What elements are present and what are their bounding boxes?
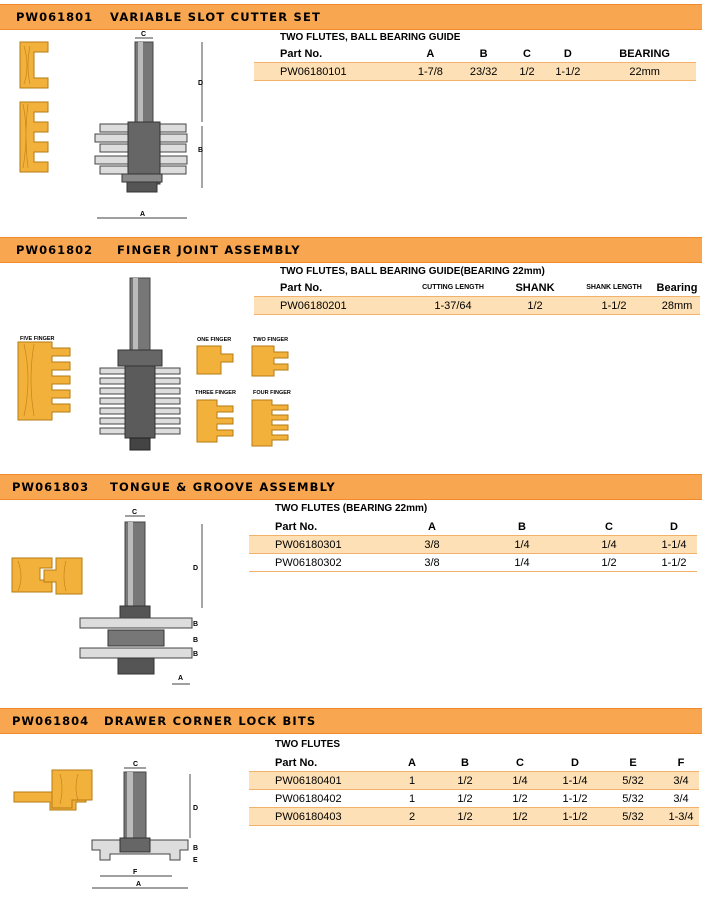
specs-table-1: Part No. A B C D BEARING PW06180101 1-7/… (254, 45, 696, 81)
svg-text:E: E (193, 857, 198, 864)
section-title: VARIABLE SLOT CUTTER SET (110, 10, 322, 24)
finger-joint-blades (99, 365, 181, 451)
drawer-lock-diagram: C D B E F A (13, 761, 198, 889)
slot-cutter-diagram: C D B A (19, 31, 203, 219)
tongue-groove-diagram: C D B B B A (11, 509, 203, 685)
wood-profile-three-finger (196, 399, 234, 443)
svg-text:C: C (132, 509, 137, 516)
section-title: FINGER JOINT ASSEMBLY (117, 243, 301, 257)
slot-cutter-blades (94, 121, 188, 193)
table-row: PW06180301 3/8 1/4 1/4 1-1/4 (249, 535, 697, 554)
wood-profile-tongue-groove (11, 557, 83, 595)
section-title: TONGUE & GROOVE ASSEMBLY (110, 480, 336, 494)
specs-table-4: Part No. A B C D E F PW06180401 1 1/2 1/… (249, 754, 699, 826)
svg-text:A: A (178, 675, 183, 682)
col-a: A (405, 45, 456, 63)
col-c: C (511, 45, 543, 63)
svg-text:A: A (136, 881, 141, 888)
section-title: DRAWER CORNER LOCK BITS (104, 714, 317, 728)
section-subtitle: TWO FLUTES, BALL BEARING GUIDE (280, 32, 461, 43)
section-code: PW061801 (16, 10, 94, 24)
dim-c-label: C (141, 31, 146, 38)
svg-text:B: B (193, 651, 198, 658)
section-header-2: PW061802 FINGER JOINT ASSEMBLY (0, 237, 702, 263)
wood-profile-five-finger (17, 341, 71, 421)
table-row: PW06180401 1 1/2 1/4 1-1/4 5/32 3/4 (249, 771, 699, 790)
specs-table-3: Part No. A B C D PW06180301 3/8 1/4 1/4 … (249, 518, 697, 572)
section-subtitle: TWO FLUTES (275, 739, 340, 750)
svg-text:D: D (193, 805, 198, 812)
wood-profile-multi-slot (19, 101, 49, 173)
table-header-row: Part No. A B C D E F (249, 754, 699, 772)
svg-text:D: D (193, 565, 198, 572)
table-row: PW06180101 1-7/8 23/32 1/2 1-1/2 22mm (254, 62, 696, 81)
section-subtitle: TWO FLUTES, BALL BEARING GUIDE(BEARING 2… (280, 266, 545, 277)
section-code: PW061802 (16, 243, 94, 257)
specs-table-2: Part No. CUTTING LENGTH SHANK SHANK LENG… (254, 279, 700, 315)
section-subtitle: TWO FLUTES (BEARING 22mm) (275, 503, 428, 514)
table-header-row: Part No. CUTTING LENGTH SHANK SHANK LENG… (254, 279, 700, 297)
col-b: B (455, 45, 512, 63)
table-header-row: Part No. A B C D BEARING (254, 45, 696, 63)
wood-profile-drawer-lock (13, 769, 93, 811)
wood-profile-slot (19, 41, 49, 89)
table-row: PW06180302 3/8 1/4 1/2 1-1/2 (249, 553, 697, 572)
col-d: D (542, 45, 594, 63)
svg-text:B: B (193, 637, 198, 644)
section-code: PW061803 (12, 480, 90, 494)
three-finger-label: THREE FINGER (195, 390, 236, 396)
two-finger-label: TWO FINGER (253, 337, 289, 343)
svg-text:F: F (133, 869, 138, 876)
svg-text:B: B (193, 621, 198, 628)
wood-profile-four-finger (251, 399, 289, 447)
four-finger-label: FOUR FINGER (253, 390, 291, 396)
section-code: PW061804 (12, 714, 90, 728)
table-header-row: Part No. A B C D (249, 518, 697, 536)
finger-joint-diagram (17, 277, 289, 451)
svg-text:C: C (133, 761, 138, 768)
wood-profile-two-finger (251, 345, 289, 377)
table-row: PW06180403 2 1/2 1/2 1-1/2 5/32 1-3/4 (249, 807, 699, 826)
col-bearing: BEARING (593, 45, 696, 63)
section-header-4: PW061804 DRAWER CORNER LOCK BITS (0, 708, 702, 734)
svg-text:B: B (198, 147, 203, 154)
one-finger-label: ONE FINGER (197, 337, 232, 343)
section-header-1: PW061801 VARIABLE SLOT CUTTER SET (0, 4, 702, 30)
table-row: PW06180201 1-37/64 1/2 1-1/2 28mm (254, 296, 700, 315)
svg-text:D: D (198, 80, 203, 87)
section-header-3: PW061803 TONGUE & GROOVE ASSEMBLY (0, 474, 702, 500)
svg-text:B: B (193, 845, 198, 852)
table-row: PW06180402 1 1/2 1/2 1-1/2 5/32 3/4 (249, 789, 699, 808)
col-part-no: Part No. (254, 45, 405, 63)
svg-text:A: A (140, 211, 145, 218)
wood-profile-one-finger (196, 345, 234, 375)
five-finger-label: FIVE FINGER (20, 336, 55, 342)
